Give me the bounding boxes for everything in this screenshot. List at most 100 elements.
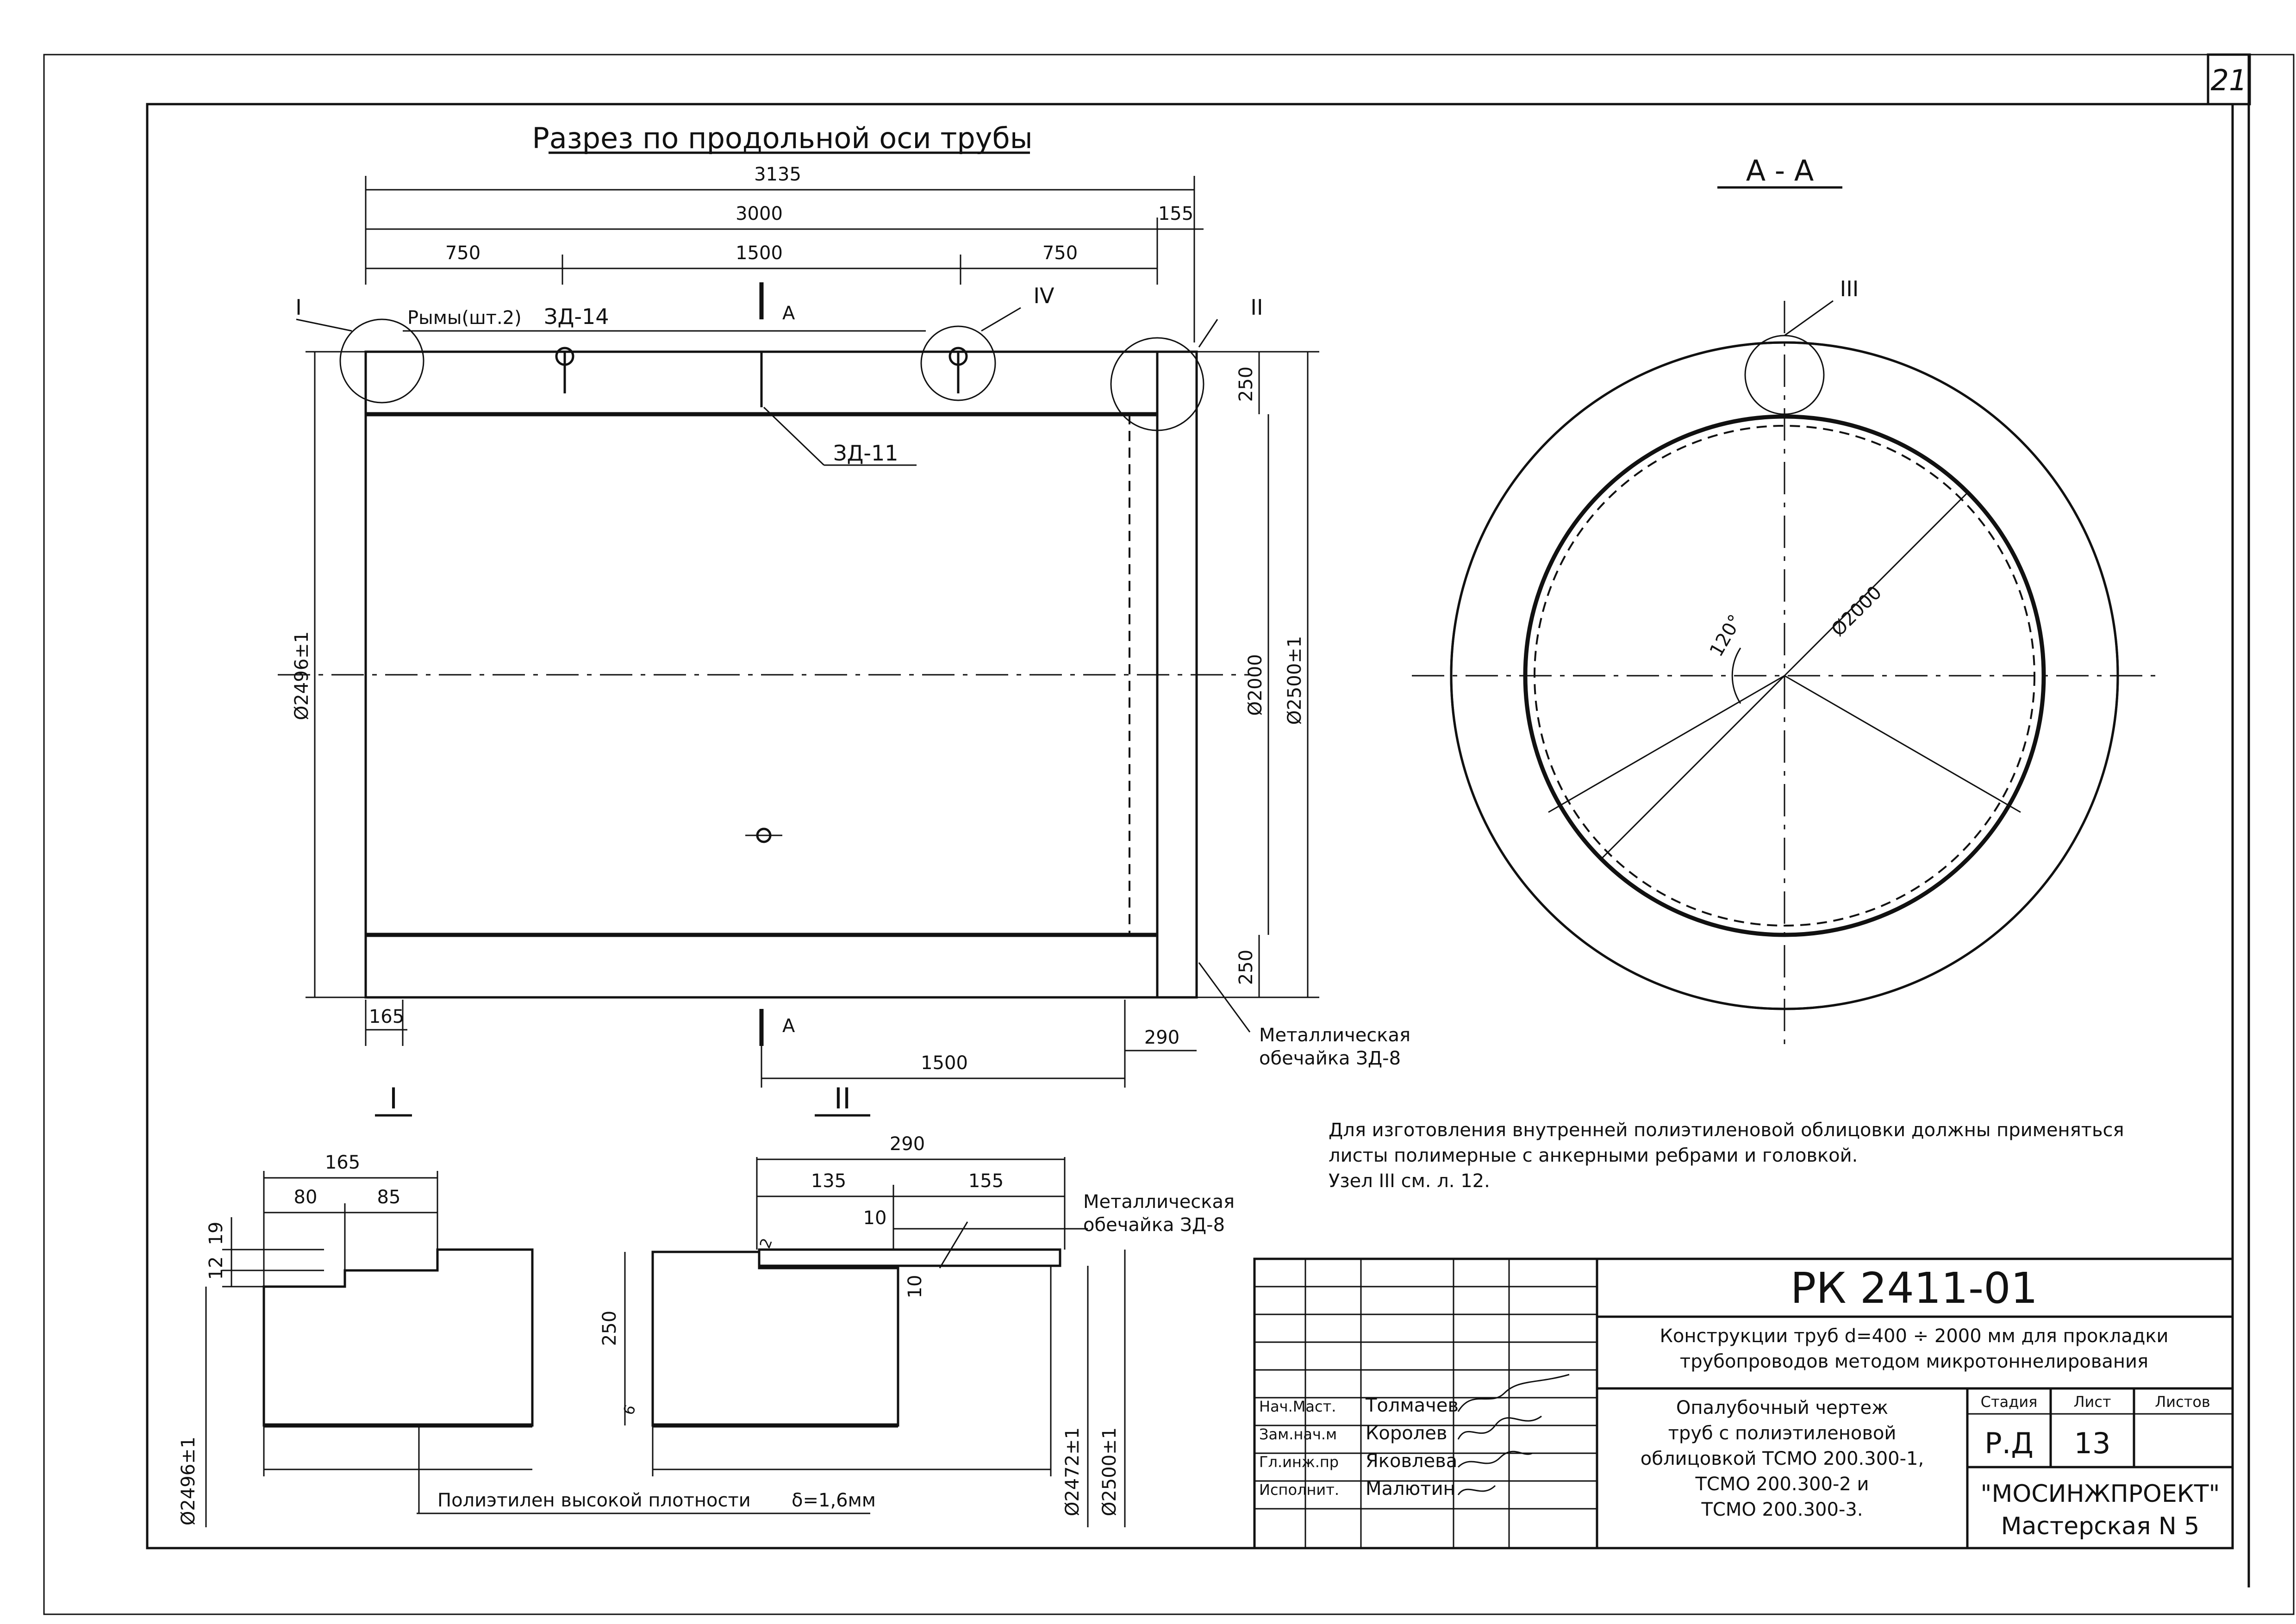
dim-seg-mid: 1500 [736,243,783,264]
node-leader-3 [1784,300,1834,336]
detail-2-dim-10b: 10 [905,1275,926,1299]
drawing-line-3: облицовкой ТСМО 200.300-1, [1641,1448,1924,1469]
section-aa-ring [1412,301,2157,1051]
role-1: Нач.Маст. [1259,1398,1336,1415]
bottom-dimensions [365,962,1251,1088]
dim-seg-right: 750 [1042,243,1078,264]
stage-label: Стадия [1981,1393,2038,1411]
signature-4 [1457,1485,1496,1495]
dim-total-length: 3135 [754,164,801,185]
signature-2 [1457,1415,1542,1440]
detail-2-dim-a: 135 [811,1170,846,1192]
section-title: Разрез по продольной оси трубы [532,121,1032,155]
detail-1-dim-h1: 19 [206,1222,227,1245]
detail-1-diam: Ø2496±1 [178,1437,199,1525]
note-line-2: листы полимерные с анкерными ребрами и г… [1329,1145,1858,1166]
drawing-line-2: труб с полиэтиленовой [1668,1423,1897,1444]
label-part-11: ЗД-11 [833,441,898,466]
sheet-value: 13 [2074,1426,2111,1460]
dim-aa-diameter: Ø2000 [1827,582,1886,641]
node-circle-4 [920,325,996,401]
dim-body-length: 3000 [736,203,783,224]
project-line-1: Конструкции труб d=400 ÷ 2000 мм для про… [1660,1325,2168,1347]
label-part-14: ЗД-14 [544,304,609,329]
signature-1 [1457,1374,1570,1412]
label-node-3: III [1840,276,1859,301]
dim-inner-d: Ø2000 [1245,654,1266,716]
dim-wall-bottom: 250 [1235,950,1257,985]
note-line-3: Узел III см. л. 12. [1329,1170,1490,1192]
detail-2-diam-a: Ø2472±1 [1062,1427,1083,1516]
cut-label-top: А [782,303,795,324]
label-metal-shell-2: обечайка ЗД-8 [1259,1048,1401,1069]
org-line-2: Мастерская N 5 [2001,1512,2200,1540]
cut-label-bottom: А [782,1015,795,1037]
dim-outer-d-right: Ø2500±1 [1284,636,1305,725]
signature-3 [1457,1450,1533,1468]
detail-2-dim-6: 6 [619,1402,639,1417]
detail-1-title: I [389,1082,398,1115]
dim-seg-left: 750 [445,243,480,264]
dim-aa-angle: 120° [1706,611,1747,660]
label-node-2: II [1250,295,1263,320]
node-leader-2 [1198,319,1218,348]
vertical-dimensions [306,351,1319,998]
detail-2-dim-b: 155 [968,1170,1004,1192]
lifting-eye-right [948,347,968,393]
doc-code: РК 2411-01 [1791,1263,2038,1313]
detail-1-drawing [205,1171,534,1527]
detail-2-shell-1: Металлическая [1083,1191,1235,1213]
lifting-eye-left [553,347,576,393]
node-leader-4 [981,307,1021,332]
inner-frame [146,103,2234,1549]
poly-thickness: δ=1,6мм [792,1490,876,1511]
poly-note: Полиэтилен высокой плотности [437,1490,751,1511]
detail-2-dim-2: 2 [756,1236,776,1251]
pipe-longitudinal-section [278,350,1250,999]
outer-frame [43,54,2295,1615]
role-3: Гл.инж.пр [1259,1453,1339,1471]
label-node-1: I [295,295,302,320]
title-block-grid [1253,1257,2234,1549]
label-lifting-eyes: Рымы(шт.2) [407,307,522,329]
detail-2-dim-wall: 250 [599,1311,620,1346]
dim-end-ring: 155 [1158,203,1193,224]
detail-2-diam-b: Ø2500±1 [1099,1427,1120,1516]
dim-bottom-left: 165 [369,1006,404,1027]
name-2: Королев [1366,1423,1447,1444]
drawing-line-4: ТСМО 200.300-2 и [1695,1474,1869,1495]
dim-outer-d-left: Ø2496±1 [291,631,312,720]
note-line-1: Для изготовления внутренней полиэтиленов… [1329,1120,2124,1141]
stage-value: Р.Д [1984,1426,2034,1460]
name-4: Малютин [1366,1478,1455,1500]
dim-bottom-right: 290 [1144,1027,1179,1048]
dim-bottom-mid: 1500 [921,1052,968,1074]
top-dimensions [365,176,1204,342]
label-metal-shell-1: Металлическая [1259,1025,1410,1046]
detail-2-drawing [624,1157,1126,1527]
sheet-number: 21 [2211,63,2247,97]
dim-wall-top: 250 [1235,367,1257,402]
node-circle-1 [339,318,424,404]
role-4: Исполнит. [1259,1481,1339,1499]
detail-1-dim-a: 80 [294,1187,318,1208]
leader-part-11 [763,406,825,466]
detail-2-shell-2: обечайка ЗД-8 [1083,1214,1225,1236]
detail-2-title: II [834,1082,851,1115]
detail-1-dim-total: 165 [325,1152,360,1173]
label-node-4: IV [1033,283,1054,308]
drawing-line-1: Опалубочный чертеж [1676,1397,1888,1419]
sheets-label: Листов [2155,1393,2210,1411]
detail-2-dim-total: 290 [890,1133,925,1155]
name-1: Толмачев [1365,1395,1459,1416]
sheet-label: Лист [2073,1393,2111,1411]
detail-1-dim-b: 85 [377,1187,401,1208]
detail-2-dim-10a: 10 [863,1207,887,1229]
drawing-line-5: ТСМО 200.300-3. [1701,1499,1863,1520]
section-aa-title: А - А [1746,154,1814,187]
detail-1-dim-h2: 12 [206,1257,227,1280]
node-circle-2 [1110,337,1204,431]
role-2: Зам.нач.м [1259,1425,1337,1443]
org-line-1: "МОСИНЖПРОЕКТ" [1981,1480,2220,1508]
